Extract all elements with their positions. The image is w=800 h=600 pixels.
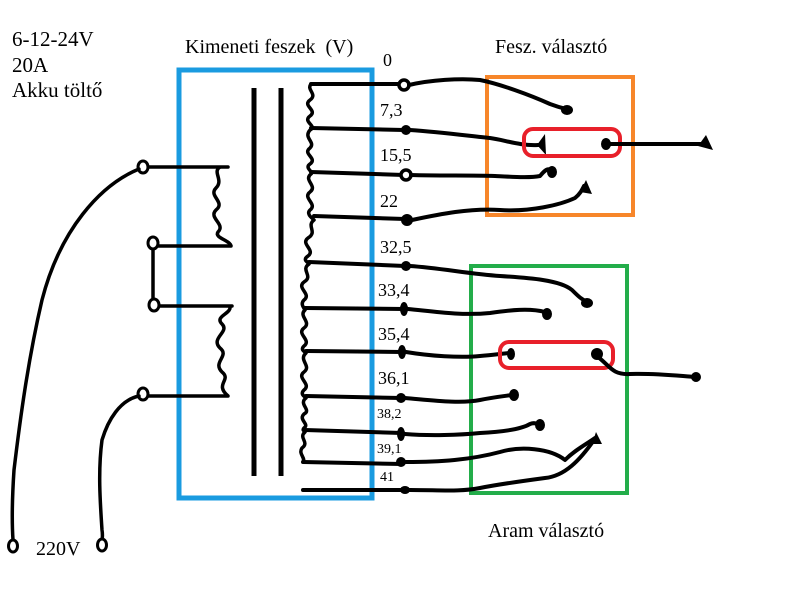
primary-coil-bottom [215,305,232,398]
mains-lead-1 [10,167,141,542]
tap-terminal-8 [397,427,405,441]
voltage-selector-label: Fesz. választó [495,36,607,58]
vsel-wire-1 [408,128,540,148]
primary-coil-top [212,165,233,247]
secondary-terminals [396,78,413,494]
csel-output-wire [596,355,698,379]
tap-lead-2 [309,170,406,177]
tap-terminal-4 [401,261,411,271]
title-current: 20A [12,53,49,77]
vsel-contact-3 [580,180,592,194]
terminal-p3 [147,297,161,313]
primary-terminals [136,159,161,402]
mains-terminal-1 [7,538,19,554]
mains-input-label: 220V [36,538,81,560]
csel-contact-4 [535,419,545,431]
tap-lead-6 [304,349,404,354]
csel-wire-2 [404,350,514,359]
tap-terminal-7 [396,393,406,403]
tap-label-5: 33,4 [378,280,410,300]
tap-terminal-3 [401,214,413,226]
vsel-contact-2 [547,166,557,178]
terminal-p2 [146,235,160,251]
csel-selected-position[interactable] [498,340,615,370]
primary-winding [141,165,234,398]
tap-label-10: 41 [380,470,394,485]
terminal-p1 [136,159,150,175]
tap-lead-9 [301,460,404,466]
tap-lead-8 [303,428,404,435]
secondary-winding [299,82,316,464]
tap-label-9: 39,1 [377,442,402,457]
transformer-frame [176,67,375,501]
vsel-contact-1 [537,134,546,155]
csel-wire-1 [406,307,547,316]
tap-label-0: 0 [383,50,392,70]
tap-lead-7 [304,394,403,400]
vsel-wire-0 [407,77,568,111]
csel-contact-0 [581,298,593,308]
vsel-output-terminal [698,135,713,150]
tap-terminal-10 [400,486,410,494]
tap-terminal-9 [396,457,406,467]
vsel-wire-2 [409,167,552,180]
tap-lead-3 [312,214,407,221]
csel-contact-1 [542,308,552,320]
tap-lead-1 [309,126,406,132]
mains-lead-2 [97,394,141,543]
csel-contact-5 [592,432,602,444]
tap-label-6: 35,4 [378,324,410,344]
current-selector-label: Aram választó [488,520,604,542]
transformer-label: Kimeneti feszek (V) [185,36,353,58]
current-selector-frame [469,264,629,495]
tap-terminal-6 [398,345,406,359]
csel-wire-6 [408,438,596,493]
csel-wire-0 [408,264,590,304]
csel-wire-5 [404,436,597,464]
tap-label-8: 38,2 [377,407,402,422]
csel-wire-3 [403,393,514,404]
tap-label-4: 32,5 [380,237,412,257]
tap-lead-5 [303,306,406,311]
tap-lead-4 [307,260,407,268]
tap-terminal-1 [401,125,411,135]
tap-label-2: 15,5 [380,145,412,165]
vsel-wire-3 [410,184,586,222]
secondary-tap-leads [301,82,412,492]
mains-terminal-2 [96,537,108,553]
tap-label-3: 22 [380,191,398,211]
title-voltage: 6-12-24V [12,27,94,51]
terminal-p4 [136,386,150,402]
tap-labels: 0 7,3 15,5 22 32,5 33,4 35,4 36,1 38,2 3… [377,50,412,485]
tap-label-1: 7,3 [380,100,403,120]
title-device: Akku töltő [12,78,102,102]
vsel-contact-0 [561,105,573,115]
tap-label-7: 36,1 [378,368,410,388]
csel-contact-3 [509,389,519,401]
csel-contact-2 [507,348,515,360]
csel-output-terminal [691,372,701,382]
tap-terminal-5 [400,302,408,316]
